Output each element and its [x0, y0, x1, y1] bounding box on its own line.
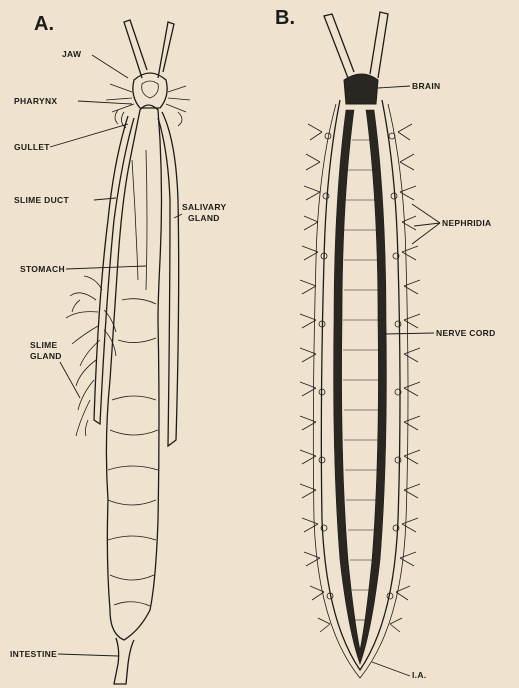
label-slime-gland-line2: GLAND [30, 351, 62, 361]
panel-b: B. [275, 7, 496, 680]
leader-stomach [66, 266, 146, 269]
label-pharynx: PHARYNX [14, 96, 57, 106]
label-intestine: INTESTINE [10, 649, 57, 659]
panel-b-body-drawing [300, 12, 420, 678]
leader-brain [378, 86, 410, 88]
leader-gullet [50, 124, 128, 147]
leader-jaw [92, 55, 128, 78]
panel-a-letter: A. [34, 13, 54, 35]
leader-ia [372, 662, 410, 676]
panel-a: A. [10, 13, 226, 684]
label-slime-gland-line1: SLIME [30, 340, 58, 350]
label-jaw: JAW [62, 49, 82, 59]
label-brain: BRAIN [412, 81, 440, 91]
leader-nephridia [412, 204, 440, 244]
leader-intestine [58, 654, 118, 656]
label-nephridia: NEPHRIDIA [442, 218, 491, 228]
label-salivary-gland-line1: SALIVARY [182, 202, 226, 212]
leader-slime-gland [60, 362, 80, 398]
label-gullet: GULLET [14, 142, 50, 152]
leader-nerve-cord [384, 333, 434, 334]
panel-a-body-drawing [66, 20, 190, 684]
label-nerve-cord: NERVE CORD [436, 328, 496, 338]
label-stomach: STOMACH [20, 264, 65, 274]
label-salivary-gland-line2: GLAND [188, 213, 220, 223]
label-ia: I.A. [412, 670, 426, 680]
leader-slime-duct [94, 198, 116, 200]
label-slime-duct: SLIME DUCT [14, 195, 69, 205]
panel-b-letter: B. [275, 7, 295, 29]
leader-pharynx [78, 101, 132, 104]
